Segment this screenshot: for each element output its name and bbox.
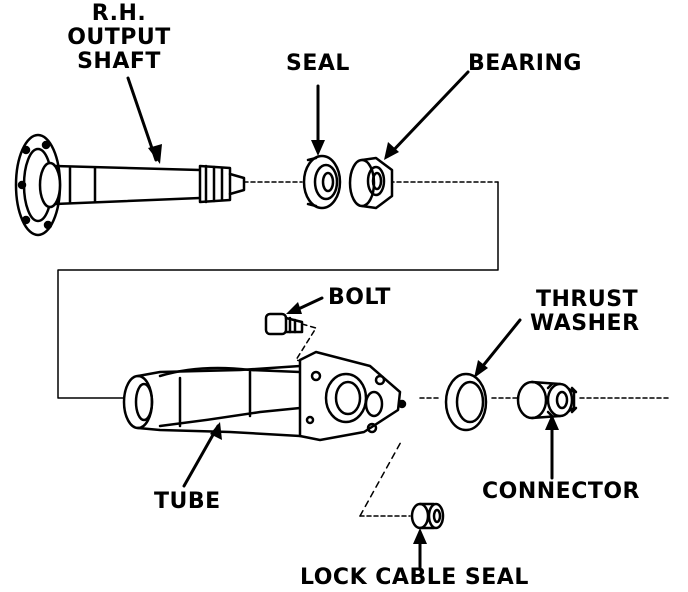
assembly-guide-line	[57, 181, 499, 399]
tube-part	[122, 350, 407, 442]
seal-part	[302, 154, 342, 210]
output-shaft-arrowhead	[148, 144, 162, 164]
thrust-washer-label-line-2: WASHER	[530, 311, 640, 336]
output-shaft-label: R.H. OUTPUT SHAFT	[54, 2, 184, 74]
lock-cable-seal-arrowhead	[413, 528, 427, 544]
connector-part	[516, 380, 578, 420]
thrust-washer-leader	[476, 318, 522, 374]
output-shaft-leader	[126, 76, 158, 162]
output-shaft-label-line-3: SHAFT	[77, 49, 161, 74]
tube-label: TUBE	[154, 489, 221, 514]
thrust-washer-label-line-1: THRUST	[536, 287, 639, 312]
connector-arrowhead	[545, 414, 559, 430]
thrust-washer-part	[444, 372, 488, 432]
output-shaft	[14, 133, 246, 237]
seal-label: SEAL	[286, 51, 350, 76]
bearing-part	[348, 156, 394, 210]
lock-cable-seal-part	[359, 439, 445, 530]
bolt-label: BOLT	[328, 285, 391, 310]
thrust-washer-label: THRUST WASHER	[530, 288, 640, 336]
seal-arrowhead	[311, 140, 325, 156]
tube-leader	[182, 424, 220, 488]
connector-label: CONNECTOR	[482, 479, 640, 504]
lock-cable-seal-label: LOCK CABLE SEAL	[300, 565, 529, 590]
output-shaft-label-line-1: R.H.	[91, 1, 147, 26]
bearing-arrowhead	[384, 142, 399, 160]
bearing-leader	[386, 70, 470, 158]
bolt-arrowhead	[286, 302, 302, 314]
output-shaft-label-line-2: OUTPUT	[67, 25, 171, 50]
bearing-label: BEARING	[468, 51, 582, 76]
thrust-washer-arrowhead	[474, 360, 488, 378]
tube-arrowhead	[210, 422, 222, 440]
